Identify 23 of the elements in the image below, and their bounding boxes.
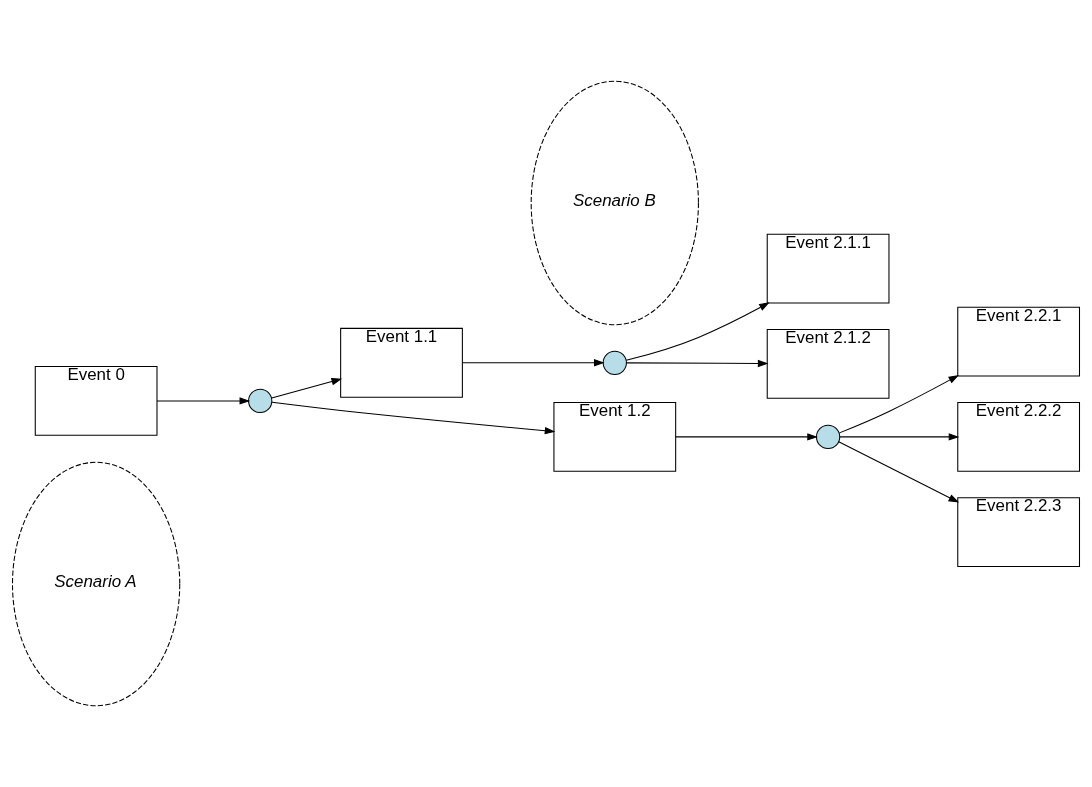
- arrow: [838, 374, 960, 434]
- node-box: Event 2.1.2: [766, 328, 890, 399]
- node-ellipse: Scenario B: [530, 80, 699, 326]
- arrow: [839, 433, 960, 441]
- arrow: [838, 441, 960, 503]
- node-box: Event 2.2.2: [957, 401, 1081, 472]
- node-circle: [248, 388, 273, 414]
- arrow: [675, 433, 818, 441]
- node-box: Event 2.1.1: [766, 233, 890, 304]
- node-box: Event 0: [34, 366, 158, 436]
- node-box: Event 1.1: [340, 327, 463, 398]
- arrow: [626, 359, 769, 368]
- node-ellipse: Scenario A: [11, 461, 181, 707]
- node-box: Event 2.2.3: [957, 497, 1081, 568]
- arrow: [462, 359, 605, 367]
- arrow: [156, 397, 251, 405]
- node-box: Event 2.2.1: [957, 306, 1081, 377]
- node-circle: [815, 424, 841, 450]
- node-circle: [602, 350, 627, 375]
- arrow: [271, 401, 556, 435]
- arrow: [271, 378, 343, 399]
- arrow: [625, 302, 770, 361]
- node-box: Event 1.2: [553, 401, 677, 472]
